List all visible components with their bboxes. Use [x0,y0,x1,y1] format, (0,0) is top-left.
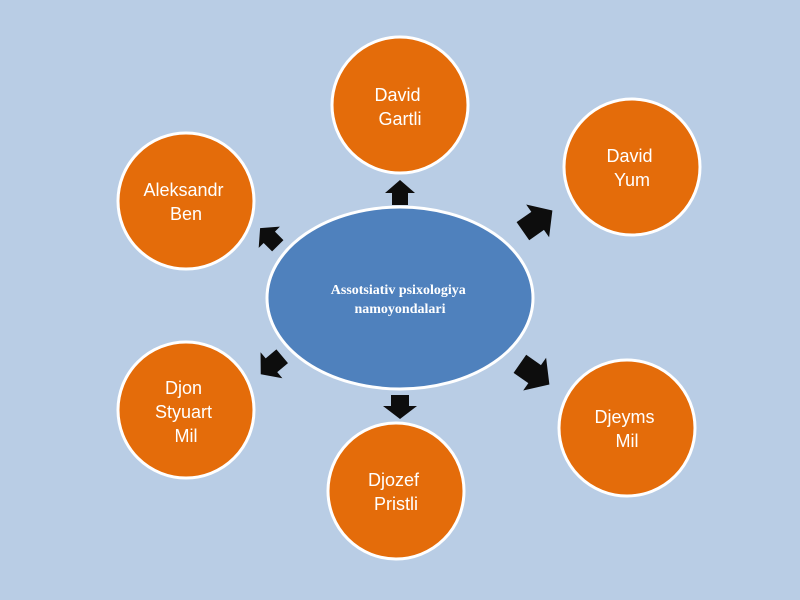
arrow-down-icon [383,395,417,419]
arrow-downright-icon [513,354,550,391]
arrow-upleft-icon [258,226,284,252]
node-label-line: David [374,85,420,105]
node-label-line: Djozef [368,470,420,490]
node-circle [330,35,470,175]
node-label-line: Yum [614,170,650,190]
arrow-up-icon [385,180,415,205]
node-label: Djeyms Mil [594,407,659,451]
center-title-line1: Assotsiativ psixologiya [331,283,466,298]
node-aleksandr-ben: Aleksandr Ben [116,131,256,271]
node-label-line: Styuart [155,402,212,422]
node-label: Djon Styuart Mil [155,378,217,446]
arrow-to-david-yum [516,204,553,241]
arrow-downleft-icon [260,349,288,379]
node-circle [326,421,466,561]
center-title-line2: namoyondalari [354,302,445,317]
node-label-line: Ben [170,204,202,224]
node-djon-styuart-mil: Djon Styuart Mil [116,340,256,480]
node-label-line: Aleksandr [143,180,223,200]
center-ellipse [265,205,535,391]
node-label: Djozef Pristli [368,470,424,514]
node-label: David Gartli [374,85,425,129]
node-label-line: Djon [165,378,202,398]
arrow-to-david-gartli [385,180,415,205]
node-label-line: Pristli [374,494,418,514]
node-circle [562,97,702,237]
node-label-line: Mil [175,426,198,446]
node-label: Aleksandr Ben [143,180,228,224]
node-djeyms-mil: Djeyms Mil [557,358,697,498]
arrow-to-djon-styuart-mil [260,349,288,379]
center-title: Assotsiativ psixologiya namoyondalari [331,283,469,317]
node-label-line: David [606,146,652,166]
node-label-line: Mil [616,431,639,451]
node-david-yum: David Yum [562,97,702,237]
arrow-upright-icon [516,204,553,241]
node-djozef-pristli: Djozef Pristli [326,421,466,561]
node-label: David Yum [606,146,657,190]
node-circle [557,358,697,498]
node-circle [116,340,256,480]
node-david-gartli: David Gartli [330,35,470,175]
node-label-line: Gartli [378,109,421,129]
node-circle [116,131,256,271]
arrow-to-djozef-pristli [383,395,417,419]
arrow-to-aleksandr-ben [258,226,284,252]
node-label-line: Djeyms [594,407,654,427]
center-node: Assotsiativ psixologiya namoyondalari [265,205,535,391]
arrow-to-djeyms-mil [513,354,550,391]
